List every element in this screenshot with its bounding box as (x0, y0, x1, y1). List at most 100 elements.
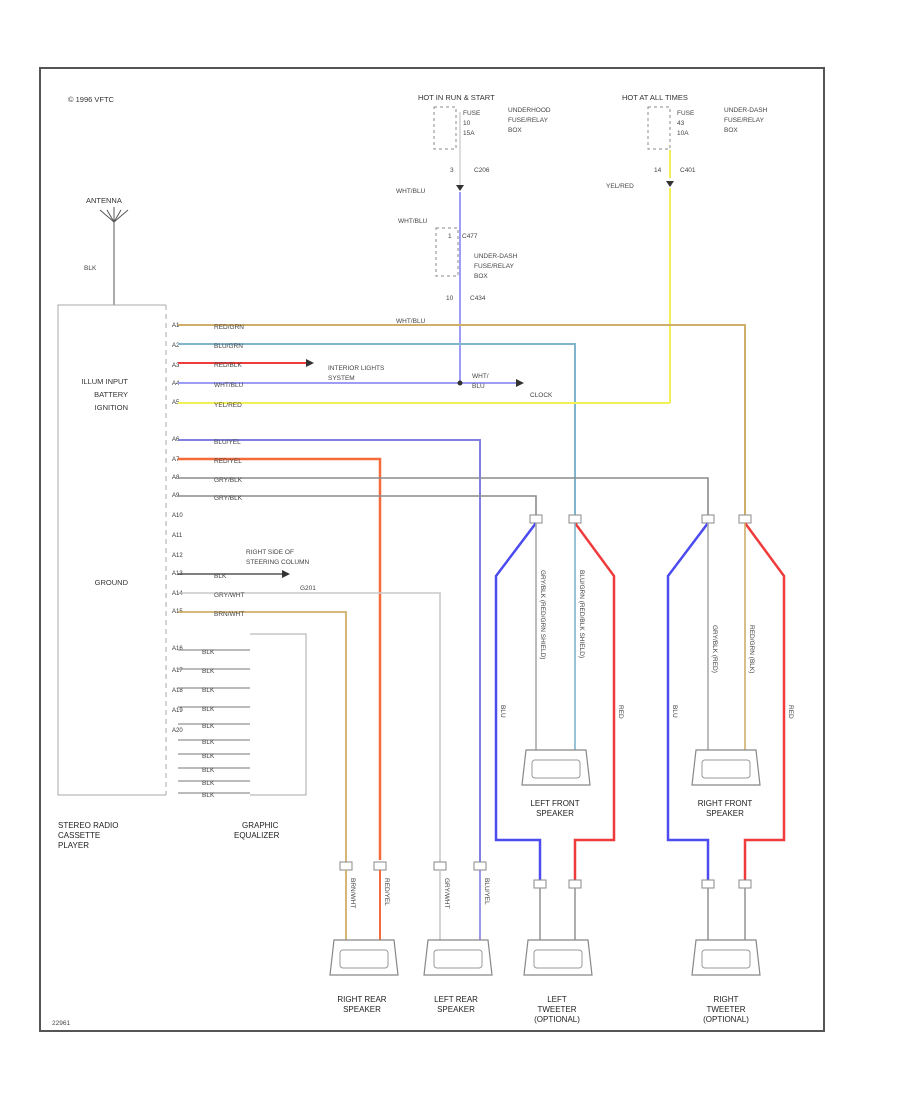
rf-blu-label: BLU (671, 705, 678, 718)
illum-input-label: ILLUM INPUT (81, 377, 128, 386)
whtblu-dest-2: BLU (472, 383, 485, 390)
pin-a5: A5 (172, 400, 180, 406)
lr-speaker-label-1: LEFT REAR (434, 995, 478, 1004)
lf-speaker-label-1: LEFT FRONT (530, 799, 579, 808)
eq-wire-6: BLK (202, 739, 215, 746)
rf-speaker-label-1: RIGHT FRONT (698, 799, 753, 808)
wire-red-grn-label: RED/GRN (214, 324, 244, 331)
wire-gry-blk-lf (178, 495, 537, 515)
left-tweeter: LEFT TWEETER (OPTIONAL) (523, 879, 593, 1024)
wire-yel-red-label: YEL/RED (214, 402, 242, 409)
fuse-mid-connector-bot: C434 (470, 295, 486, 302)
wire-gry-blk-2-label: GRY/BLK (214, 495, 243, 502)
pin-a13: A13 (172, 571, 183, 577)
ground-dest-1: RIGHT SIDE OF (246, 549, 294, 556)
fuse-mid-pin-top: 1 (448, 233, 452, 240)
ground-dest-3: G201 (300, 585, 316, 592)
pin-a4: A4 (172, 381, 180, 387)
antenna-label: ANTENNA (86, 196, 122, 205)
fuse-left-pin: 3 (450, 167, 454, 174)
rt-label-2: TWEETER (706, 1005, 745, 1014)
fuse-mid: WHT/BLU 1 C477 UNDER-DASH FUSE/RELAY BOX… (396, 218, 518, 325)
pin-a6: A6 (172, 437, 180, 443)
wire-blu-yel-label: BLU/YEL (214, 439, 241, 446)
lt-label-3: (OPTIONAL) (534, 1015, 580, 1024)
eq-wire-4: BLK (202, 706, 215, 713)
fuse-right-amps: 43 (677, 120, 685, 127)
fuse-mid-box-2: FUSE/RELAY (474, 263, 515, 270)
lf-wire-a-label: GRY/BLK (RED/GRN SHIELD) (539, 570, 546, 659)
graphic-equalizer: BLK BLK BLK BLK BLK BLK BLK BLK BLK BLK … (178, 633, 307, 840)
wire-gry-blk-1-label: GRY/BLK (214, 477, 243, 484)
rr-wire-b-label: RED/YEL (383, 878, 390, 906)
right-front-speaker: GRY/BLK (RED) RED/GRN (BLK) BLU RED RIGH… (666, 514, 794, 880)
pin-a8: A8 (172, 475, 180, 481)
rf-red-label: RED (787, 705, 794, 719)
wire-ground-label: BLK (214, 573, 227, 580)
wire-gry-blk-rf (178, 477, 709, 515)
wire-red-yel (178, 457, 382, 860)
rt-label-3: (OPTIONAL) (703, 1015, 749, 1024)
lf-blu-label: BLU (499, 705, 506, 718)
eq-wire-9: BLK (202, 780, 215, 787)
fuse-right-connector: C401 (680, 167, 696, 174)
wire-red-yel-label: RED/YEL (214, 458, 242, 465)
yelred-top-label: YEL/RED (606, 183, 634, 190)
fuse-mid-pin-bot: 10 (446, 295, 454, 302)
ground-label: GROUND (95, 578, 129, 587)
pin-a12: A12 (172, 553, 183, 559)
fuse-right: HOT AT ALL TIMES FUSE 43 10A UNDER-DASH … (606, 93, 768, 190)
interior-lights-1: INTERIOR LIGHTS (328, 365, 385, 372)
radio-title-3: PLAYER (58, 841, 89, 850)
lr-speaker-label-2: SPEAKER (437, 1005, 475, 1014)
ignition-label: IGNITION (95, 403, 128, 412)
fuse-left-title: HOT IN RUN & START (418, 93, 495, 102)
pin-a14: A14 (172, 591, 183, 597)
antenna: ANTENNA BLK (84, 196, 129, 305)
eq-wire-10: BLK (202, 792, 215, 799)
fuse-right-box-2: FUSE/RELAY (724, 117, 765, 124)
whtblu-dest-1: WHT/ (472, 373, 489, 380)
lr-wire-b-label: BLU/YEL (483, 878, 490, 905)
fuse-left: HOT IN RUN & START FUSE 10 15A UNDERHOOD… (396, 93, 551, 195)
footer-code: 22961 (52, 1020, 70, 1027)
fuse-mid-box-3: BOX (474, 273, 488, 280)
pin-a7: A7 (172, 457, 180, 463)
fuse-right-fuse: FUSE (677, 110, 695, 117)
rf-speaker-label-2: SPEAKER (706, 809, 744, 818)
whtblu-mid-label: WHT/BLU (398, 218, 428, 225)
left-rear-speaker: GRY/WHT BLU/YEL LEFT REAR SPEAKER (423, 861, 493, 1014)
eq-wire-7: BLK (202, 753, 215, 760)
pin-a3: A3 (172, 363, 180, 369)
lf-red-label: RED (617, 705, 624, 719)
fuse-left-box-1: UNDERHOOD (508, 107, 551, 114)
equalizer-title-1: GRAPHIC (242, 821, 279, 830)
fuse-left-fuse: FUSE (463, 110, 481, 117)
wire-gry-wht-label: GRY/WHT (214, 592, 245, 599)
antenna-wire-label: BLK (84, 265, 97, 272)
radio-harness: RED/GRN BLU/GRN RED/BLK INTERIOR LIGHTS … (178, 324, 746, 862)
eq-wire-5: BLK (202, 723, 215, 730)
wire-brn-wht-label: BRN/WHT (214, 611, 244, 618)
radio-title-2: CASSETTE (58, 831, 100, 840)
pin-a2: A2 (172, 343, 180, 349)
wire-blu-grn (178, 343, 576, 515)
lf-speaker-label-2: SPEAKER (536, 809, 574, 818)
radio-pins: A1 A2 A3 A4 A5 A6 A7 A8 A9 A10 A11 A12 A… (172, 323, 183, 734)
whtblu-run-label: WHT/BLU (396, 318, 426, 325)
wire-gry-wht (178, 592, 441, 862)
right-tweeter: RIGHT TWEETER (OPTIONAL) (691, 879, 761, 1024)
fuse-left-amps: 10 (463, 120, 471, 127)
eq-wire-3: BLK (202, 687, 215, 694)
fuse-left-connector: C206 (474, 167, 490, 174)
fuse-right-box-1: UNDER-DASH (724, 107, 768, 114)
radio-title-1: STEREO RADIO (58, 821, 118, 830)
fuse-mid-box-1: UNDER-DASH (474, 253, 518, 260)
wire-blu-yel (178, 439, 481, 862)
pin-a20: A20 (172, 728, 183, 734)
ground-dest-2: STEERING COLUMN (246, 559, 310, 566)
wire-blu-grn-label: BLU/GRN (214, 343, 243, 350)
whtblu-top-label: WHT/BLU (396, 188, 426, 195)
pin-a19: A19 (172, 708, 183, 714)
